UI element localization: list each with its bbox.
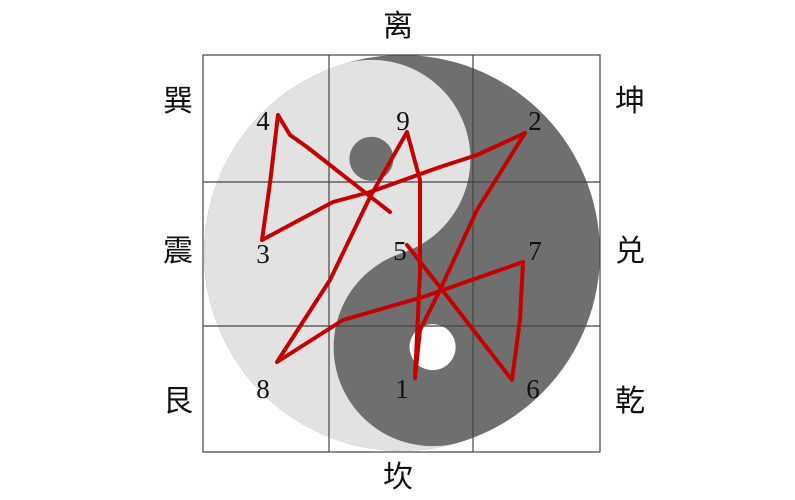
trigram-labels: 离 坎 巽 震 艮 坤 兑 乾 xyxy=(163,9,645,495)
grid-border xyxy=(202,54,601,453)
trigram-gen: 艮 xyxy=(163,384,193,419)
trigram-li: 离 xyxy=(383,9,413,44)
number-7: 7 xyxy=(528,236,542,266)
number-6: 6 xyxy=(526,374,540,404)
yin-yang-dark-dot xyxy=(349,136,394,181)
number-4: 4 xyxy=(256,106,270,136)
trigram-kun: 坤 xyxy=(615,84,645,119)
trigram-kan: 坎 xyxy=(383,460,413,495)
number-8: 8 xyxy=(256,374,270,404)
grid-numbers: 4 9 2 3 5 7 8 1 6 xyxy=(256,106,542,404)
trigram-qian: 乾 xyxy=(615,384,645,419)
number-1: 1 xyxy=(395,374,409,404)
number-2: 2 xyxy=(528,106,542,136)
trigram-xun: 巽 xyxy=(163,84,193,119)
number-9: 9 xyxy=(396,106,410,136)
number-5: 5 xyxy=(393,236,407,266)
red-number-path xyxy=(260,113,527,382)
yin-yang-light-half xyxy=(204,59,471,451)
number-3: 3 xyxy=(256,239,270,269)
trigram-dui: 兑 xyxy=(615,234,645,269)
trigram-zhen: 震 xyxy=(163,234,193,269)
